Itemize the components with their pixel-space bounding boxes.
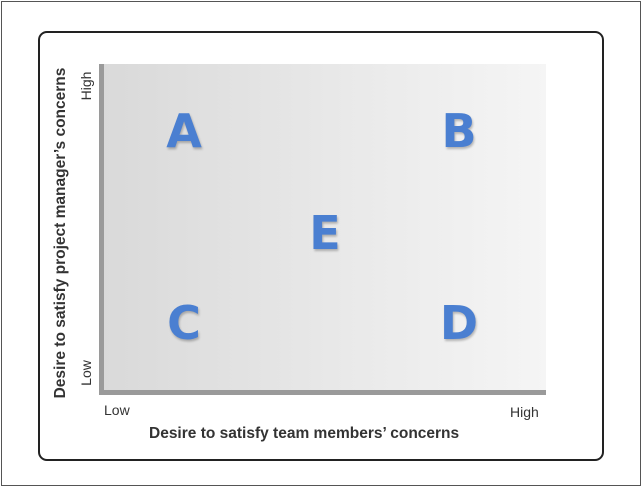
- y-axis-title: Desire to satisfy project manager’s conc…: [52, 67, 69, 399]
- quadrant-b-label: B: [441, 104, 477, 158]
- y-axis-line: [99, 64, 104, 395]
- plot-area: [102, 64, 546, 392]
- quadrant-c-label: C: [167, 296, 201, 350]
- x-axis-line: [99, 390, 546, 395]
- y-axis-high-label: High: [78, 71, 94, 101]
- x-axis-high-label: High: [510, 404, 539, 420]
- quadrant-e-label: E: [309, 206, 341, 260]
- y-axis-low-label: Low: [78, 360, 94, 386]
- x-axis-title: Desire to satisfy team members’ concerns: [149, 425, 460, 442]
- quadrant-d-label: D: [439, 296, 479, 350]
- x-axis-low-label: Low: [104, 402, 130, 418]
- quadrant-a-label: A: [166, 104, 202, 158]
